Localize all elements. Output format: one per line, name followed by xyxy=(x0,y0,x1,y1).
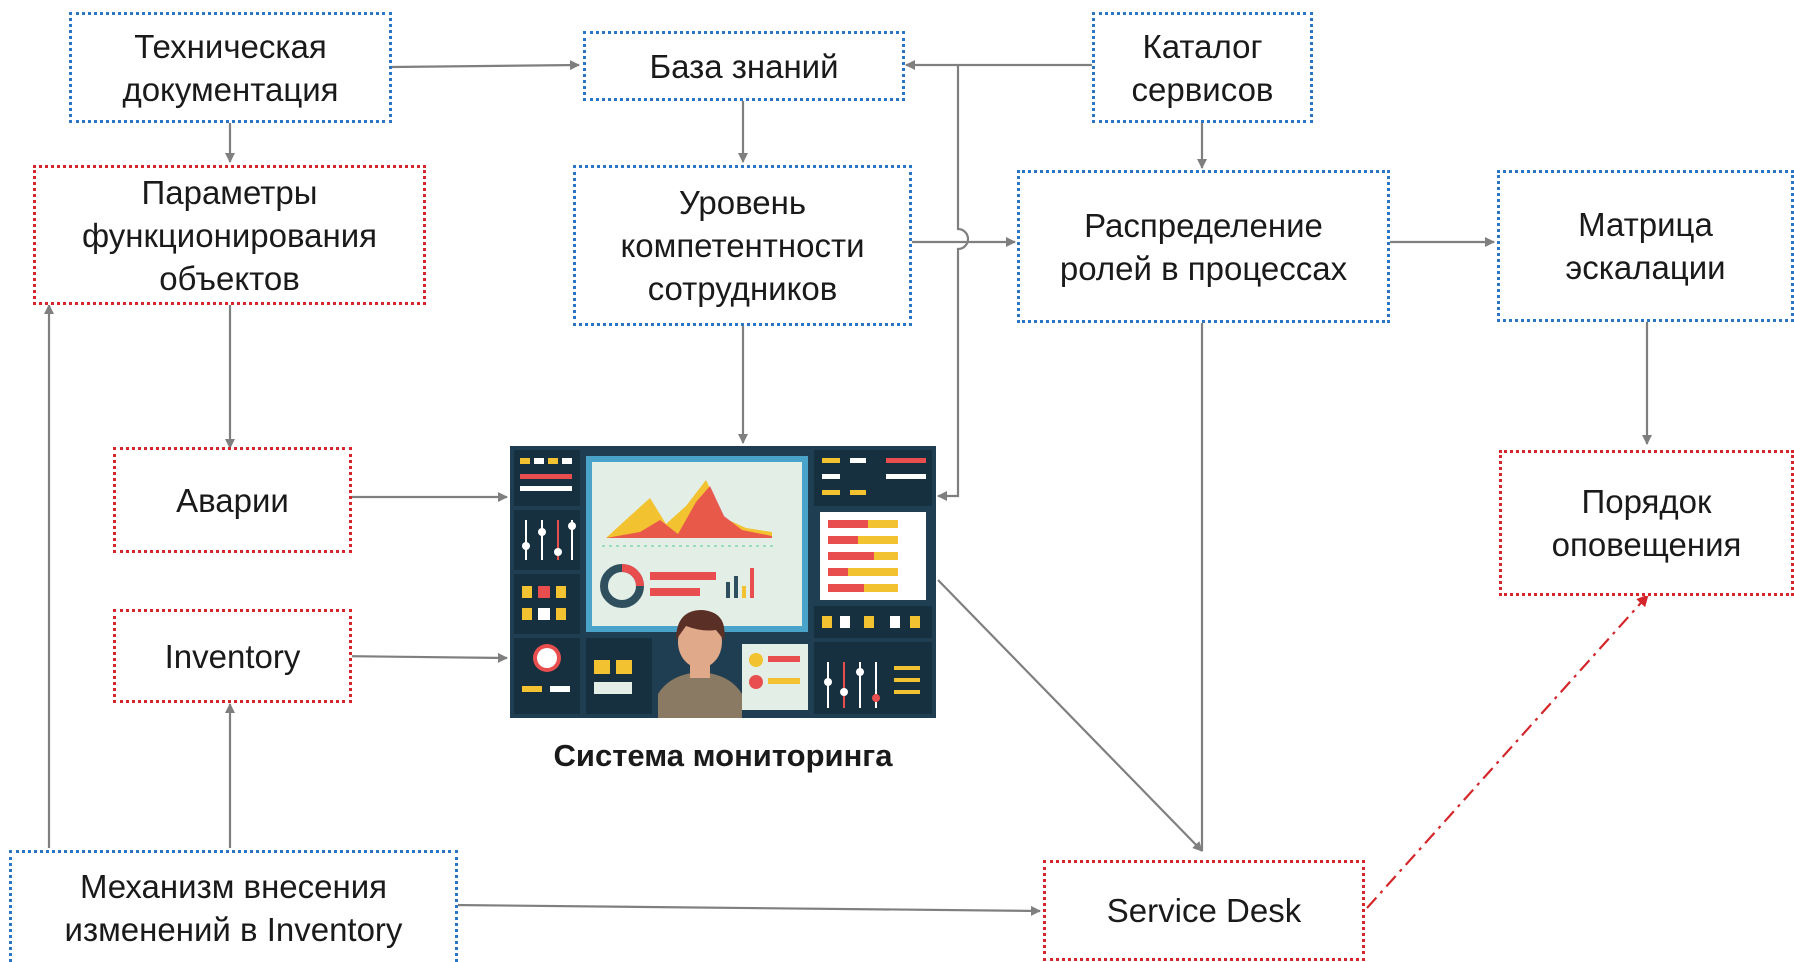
node-change-mechanism: Механизм внесения изменений в Inventory xyxy=(9,850,458,962)
arrow-catalog-to-monitor xyxy=(937,65,970,501)
node-roles: Распределение ролей в процессах xyxy=(1017,170,1390,323)
node-escalation-label: Матрица эскалации xyxy=(1565,206,1726,286)
node-tech-docs: Техническая документация xyxy=(69,12,392,123)
node-tech-docs-label: Техническая документация xyxy=(122,27,339,108)
node-escalation: Матрица эскалации xyxy=(1497,170,1794,322)
arrow-inventory-to-monitor xyxy=(333,652,508,663)
monitoring-caption: Система мониторинга xyxy=(553,738,893,773)
node-service-desk: Service Desk xyxy=(1043,860,1365,961)
node-accidents: Аварии xyxy=(113,447,352,553)
node-inventory: Inventory xyxy=(113,609,352,703)
node-competence-label: Уровень компетентности сотрудников xyxy=(620,184,865,307)
node-knowledge-base: База знаний xyxy=(583,31,905,101)
node-service-catalog: Каталог сервисов xyxy=(1092,12,1313,123)
node-accidents-label: Аварии xyxy=(176,481,289,519)
node-object-params: Параметры функционирования объектов xyxy=(33,165,426,305)
arrow-servicedesk-to-notification xyxy=(1366,594,1649,909)
node-competence: Уровень компетентности сотрудников xyxy=(573,165,912,326)
node-knowledge-base-label: База знаний xyxy=(649,47,839,85)
node-service-desk-label: Service Desk xyxy=(1106,892,1302,929)
monitoring-dashboard-illustration xyxy=(510,446,936,718)
arrow-change-to-servicedesk xyxy=(451,903,1041,916)
node-notification-label: Порядок оповещения xyxy=(1551,483,1742,563)
arrow-monitor-to-servicedesk xyxy=(937,579,1203,852)
node-service-catalog-label: Каталог сервисов xyxy=(1131,27,1274,108)
node-notification: Порядок оповещения xyxy=(1499,450,1794,596)
node-change-mechanism-label: Механизм внесения изменений в Inventory xyxy=(64,867,403,948)
node-object-params-label: Параметры функционирования объектов xyxy=(81,173,378,297)
node-roles-label: Распределение ролей в процессах xyxy=(1059,206,1348,287)
arrow-techdocs-to-kb xyxy=(391,60,580,71)
node-inventory-label: Inventory xyxy=(164,637,301,675)
